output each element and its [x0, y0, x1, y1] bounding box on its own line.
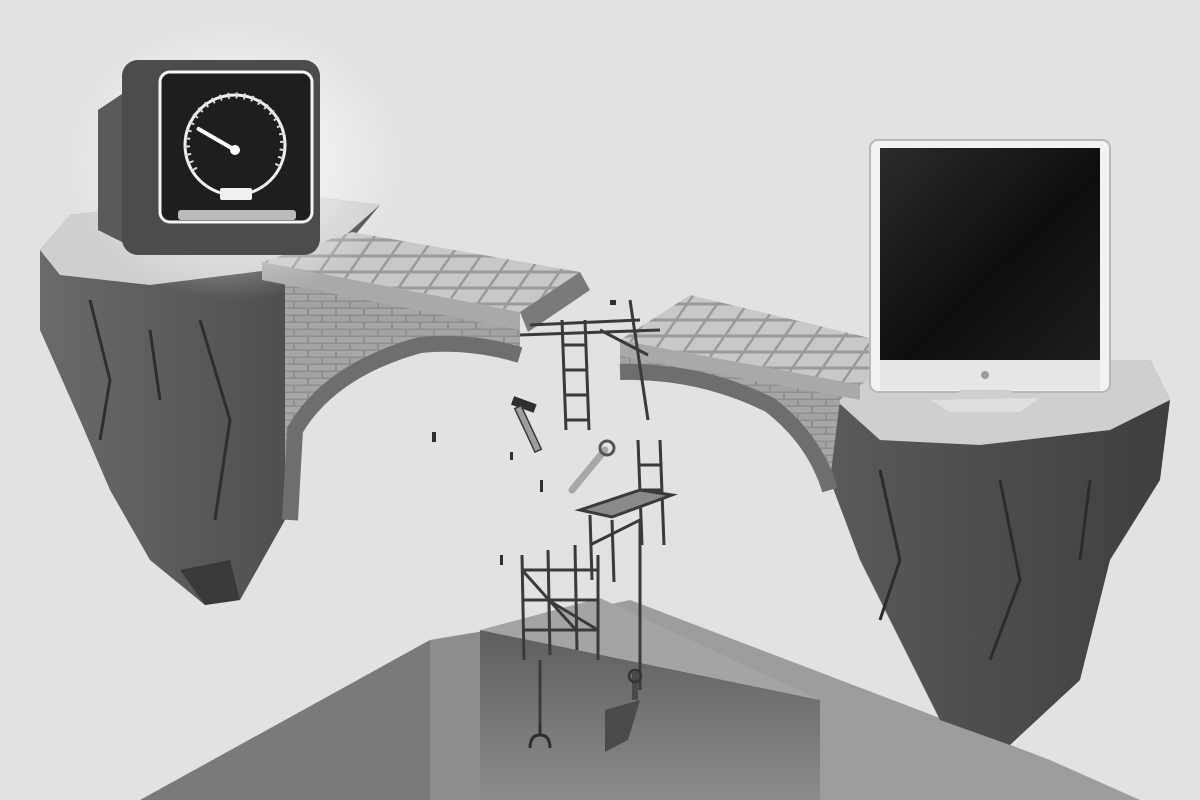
scaffold-tower-lower	[520, 544, 600, 725]
ladder-upper	[519, 299, 661, 431]
debris	[432, 300, 616, 565]
pit	[140, 598, 1140, 800]
wrench-icon	[568, 439, 616, 494]
old-crt-monitor	[65, 20, 405, 300]
bridge-right-half	[619, 295, 920, 493]
speedometer-icon	[183, 92, 287, 200]
hammer-icon	[511, 396, 543, 454]
grabber-claw-icon	[528, 725, 552, 749]
scaffolding	[519, 299, 678, 725]
shovel-icon	[605, 668, 643, 752]
modern-flat-monitor	[869, 139, 1111, 412]
